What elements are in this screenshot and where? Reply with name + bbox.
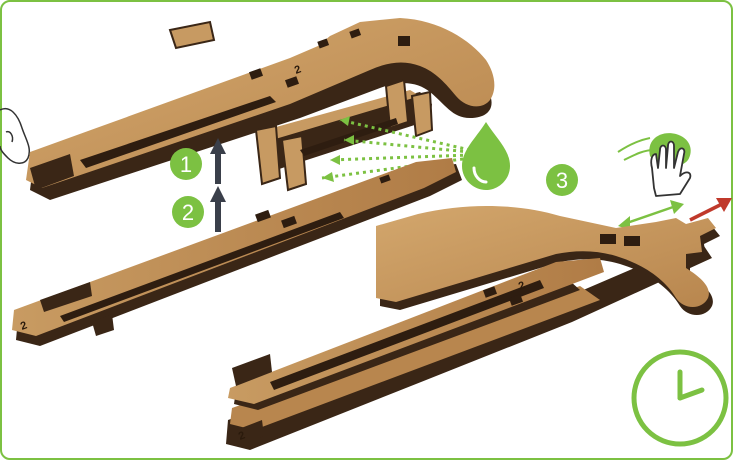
clock-icon — [631, 349, 729, 447]
step-3-number: 3 — [556, 168, 568, 193]
step-1-number: 1 — [180, 152, 192, 177]
step-3-badge: 3 — [546, 164, 578, 196]
step-1-badge: 1 — [170, 148, 202, 180]
glove-with-cloth-icon — [617, 133, 692, 197]
glue-arrowheads — [322, 116, 354, 182]
top-piece-number: 2 — [293, 63, 303, 76]
assembled-wooden-piece: 2 2 — [226, 205, 720, 450]
arrow-up-icon — [210, 138, 226, 184]
assembled-piece-number: 2 — [517, 279, 527, 292]
red-arrow-icon — [689, 198, 732, 222]
middle-piece-number: 2 — [19, 319, 29, 332]
water-drop-icon — [462, 122, 510, 190]
step-2-badge: 2 — [172, 196, 204, 228]
top-wooden-piece: 2 — [26, 18, 495, 200]
connector-block — [254, 78, 434, 192]
assembled-bottom-number: 2 — [237, 429, 247, 442]
arrow-up-icon — [210, 186, 226, 232]
middle-wooden-piece: 2 — [12, 158, 462, 346]
glue-application-lines — [321, 118, 471, 180]
hand-outline-icon — [0, 108, 31, 164]
step-2-number: 2 — [182, 200, 194, 225]
